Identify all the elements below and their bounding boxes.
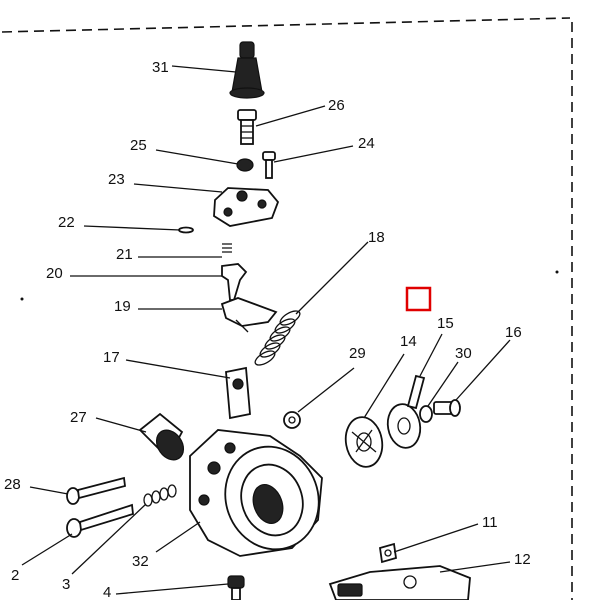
part-22-clip — [178, 226, 194, 234]
part-31-cap — [229, 41, 265, 99]
label-29: 29 — [349, 345, 366, 362]
label-20: 20 — [46, 265, 63, 282]
leader-32 — [155, 521, 201, 553]
label-15: 15 — [437, 315, 454, 332]
leader-28 — [29, 486, 69, 495]
leader-15 — [419, 333, 443, 377]
boundary-top — [1, 17, 571, 33]
leader-31 — [171, 65, 237, 73]
label-18: 18 — [368, 229, 385, 246]
leader-26 — [255, 105, 326, 127]
label-3: 3 — [62, 576, 70, 593]
label-16: 16 — [505, 324, 522, 341]
part-21-clip — [222, 243, 232, 253]
leader-23 — [133, 183, 223, 193]
label-27: 27 — [70, 409, 87, 426]
part-25-nut — [236, 158, 254, 172]
leader-16 — [455, 339, 511, 401]
leader-22 — [83, 225, 181, 231]
part-15-lever — [386, 374, 426, 449]
label-4: 4 — [103, 584, 111, 600]
label-12: 12 — [514, 551, 531, 568]
label-21: 21 — [116, 246, 133, 263]
part-14-plate — [344, 416, 384, 468]
stray-dot — [20, 297, 24, 301]
label-32: 32 — [132, 553, 149, 570]
part-18-spring — [254, 310, 301, 366]
part-32-carburetor-body — [189, 429, 323, 557]
label-24: 24 — [358, 135, 375, 152]
label-17: 17 — [103, 349, 120, 366]
label-30: 30 — [455, 345, 472, 362]
part-26-screw — [237, 109, 257, 145]
label-31: 31 — [152, 59, 169, 76]
label-11: 11 — [482, 514, 498, 531]
part-16-screw — [433, 399, 461, 417]
label-14: 14 — [400, 333, 417, 350]
leader-30 — [427, 361, 459, 407]
leader-18 — [295, 241, 369, 315]
leader-27 — [95, 417, 147, 433]
leader-2 — [21, 533, 73, 566]
leader-24 — [273, 145, 354, 163]
leader-25 — [155, 149, 239, 165]
part-2-screw — [66, 503, 134, 538]
part-3-spring — [143, 484, 177, 507]
leader-14 — [363, 353, 405, 419]
part-27-cylinder — [138, 412, 185, 461]
label-22: 22 — [58, 214, 75, 231]
label-26: 26 — [328, 97, 345, 114]
label-19: 19 — [114, 298, 131, 315]
label-2: 2 — [11, 567, 19, 584]
leader-17 — [125, 359, 231, 379]
part-19-throttle-valve — [220, 297, 278, 333]
part-4-nut — [227, 575, 245, 600]
part-17-slide — [225, 366, 251, 420]
part-23-housing — [213, 187, 280, 227]
label-28: 28 — [4, 476, 21, 493]
leader-11 — [393, 523, 479, 553]
label-25: 25 — [130, 137, 147, 154]
part-28-screw — [66, 476, 126, 505]
leader-4 — [115, 583, 229, 595]
part-20-needle — [221, 263, 248, 301]
leader-12 — [439, 561, 511, 573]
leader-29 — [297, 367, 355, 413]
selection-box[interactable] — [405, 286, 432, 312]
leader-3 — [71, 503, 147, 575]
part-24-bolt — [262, 151, 276, 179]
part-12-bracket — [328, 565, 471, 600]
label-23: 23 — [108, 171, 125, 188]
part-30-washer — [419, 405, 433, 423]
part-11-clip — [378, 542, 398, 564]
part-29-washer — [283, 411, 301, 429]
stray-dot — [555, 270, 559, 274]
